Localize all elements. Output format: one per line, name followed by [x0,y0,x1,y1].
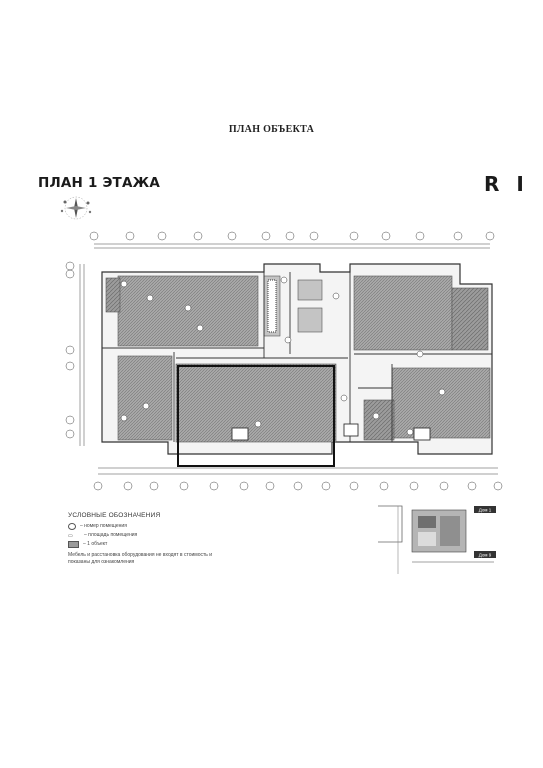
bottom-dimension-line [93,467,503,491]
floor-plan-drawing [65,231,503,491]
legend-item: – 1 объект [68,541,268,548]
room-area-icon: ▭ [68,533,73,539]
compass-icon [60,196,92,220]
room-tags [120,276,446,436]
legend-title: УСЛОВНЫЕ ОБОЗНАЧЕНИЯ [68,512,161,519]
legend-item: – номер помещения [68,523,268,530]
legend: УСЛОВНЫЕ ОБОЗНАЧЕНИЯ – номер помещения ▭… [68,512,268,566]
legend-item: ▭ – площадь помещения [68,532,138,539]
logo: R I [484,172,529,196]
legend-note: Мебель и расстановка оборудования не вхо… [68,552,213,565]
minimap-label-top: Дом 1 [479,508,492,513]
room-number-icon [68,523,76,530]
plan-title: ПЛАН 1 ЭТАЖА [38,175,160,191]
left-dimension-line [65,261,85,446]
minimap-label-bottom: Дом 9 [479,553,492,558]
object-area-icon [68,541,79,548]
page-title: ПЛАН ОБЪЕКТА [228,124,315,135]
site-minimap: Дом 1 Дом 9 [378,505,496,574]
top-dimension-line [89,231,495,249]
highlighted-object-boundary [177,365,335,467]
internal-walls [102,272,492,442]
